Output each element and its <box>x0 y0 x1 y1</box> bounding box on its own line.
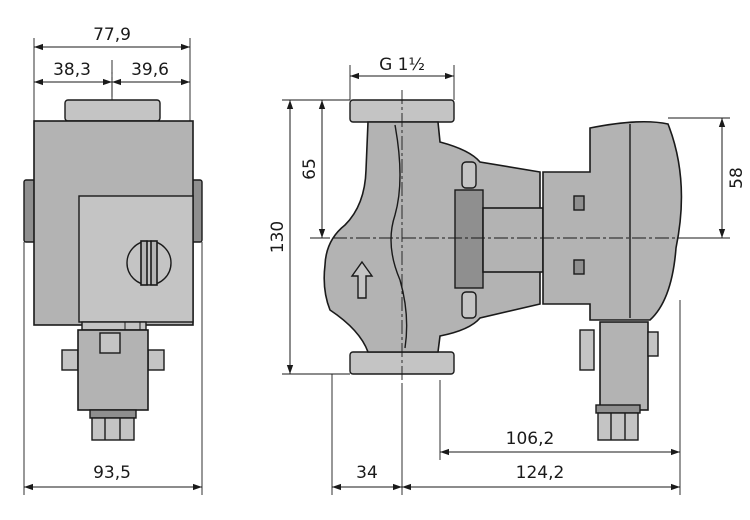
dim-left-part-width: 38,3 <box>53 60 91 80</box>
side-connector <box>579 321 659 441</box>
dim-flange-offset: 34 <box>356 463 378 483</box>
dim-right-part-width: 39,6 <box>131 60 169 80</box>
dim-length-130: 130 <box>268 221 288 253</box>
dim-overall-width-top: 77,9 <box>93 25 131 45</box>
dim-motor-depth: 106,2 <box>506 429 555 449</box>
dim-motor-height: 58 <box>727 167 747 189</box>
dim-half-length: 65 <box>300 158 320 180</box>
side-dimensions: G 1½ 130 65 58 106,2 124,2 34 <box>268 55 747 495</box>
front-connector <box>61 321 165 441</box>
side-pump-body <box>323 121 541 353</box>
front-dimensions: 77,9 38,3 39,6 93,5 <box>23 25 203 495</box>
front-top-cap <box>64 99 161 122</box>
front-view <box>23 60 203 441</box>
dim-thread: G 1½ <box>379 55 425 75</box>
selector-knob <box>126 240 172 286</box>
dim-total-depth: 124,2 <box>516 463 565 483</box>
side-view <box>310 90 690 441</box>
side-motor-shoulder <box>454 189 484 289</box>
side-volute-line <box>390 124 408 349</box>
flow-direction-arrow-icon <box>350 260 374 299</box>
side-motor-head <box>542 120 683 321</box>
dim-overall-width-bottom: 93,5 <box>93 463 131 483</box>
side-motor-barrel <box>482 207 544 273</box>
